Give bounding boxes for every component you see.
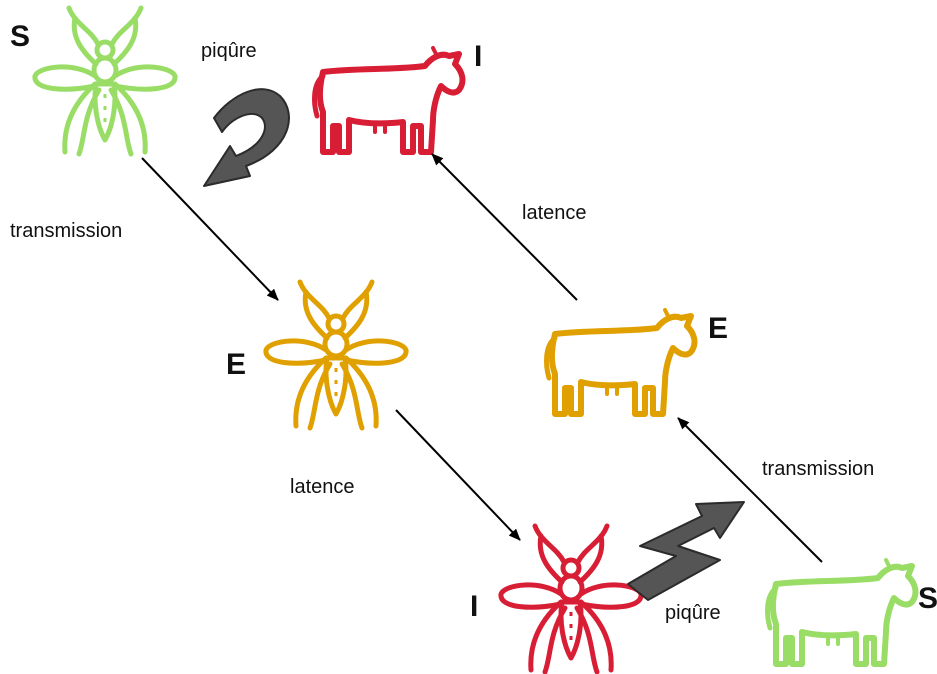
bite-arrow-bottom <box>627 501 745 601</box>
cow-e-state: E <box>708 312 729 345</box>
transmission-label-right: transmission <box>762 458 875 480</box>
mosquito-i-icon <box>501 526 641 672</box>
cow-e-icon <box>547 310 695 414</box>
cow-s-state: S <box>918 582 937 615</box>
arrow-mosquito-e-to-i <box>395 409 521 541</box>
arrow-mosquito-s-to-e <box>141 157 279 301</box>
cow-i-icon <box>315 48 463 152</box>
latency-label-left: latence <box>290 476 355 498</box>
bite-label-bottom: piqûre <box>665 602 721 624</box>
mosquito-i-state: I <box>470 590 479 623</box>
cow-s-icon <box>768 560 916 664</box>
arrow-cow-e-to-i <box>431 153 578 301</box>
latency-label-right: latence <box>522 202 587 224</box>
mosquito-e-state: E <box>226 348 247 381</box>
mosquito-s-icon <box>35 8 175 154</box>
bite-label-top: piqûre <box>201 40 257 62</box>
mosquito-s-state: S <box>10 20 31 53</box>
transmission-label-left: transmission <box>10 220 123 242</box>
cow-i-state: I <box>474 40 483 73</box>
arrow-cow-s-to-e <box>677 417 823 563</box>
mosquito-e-icon <box>266 282 406 428</box>
bite-arrow-top <box>203 88 290 187</box>
